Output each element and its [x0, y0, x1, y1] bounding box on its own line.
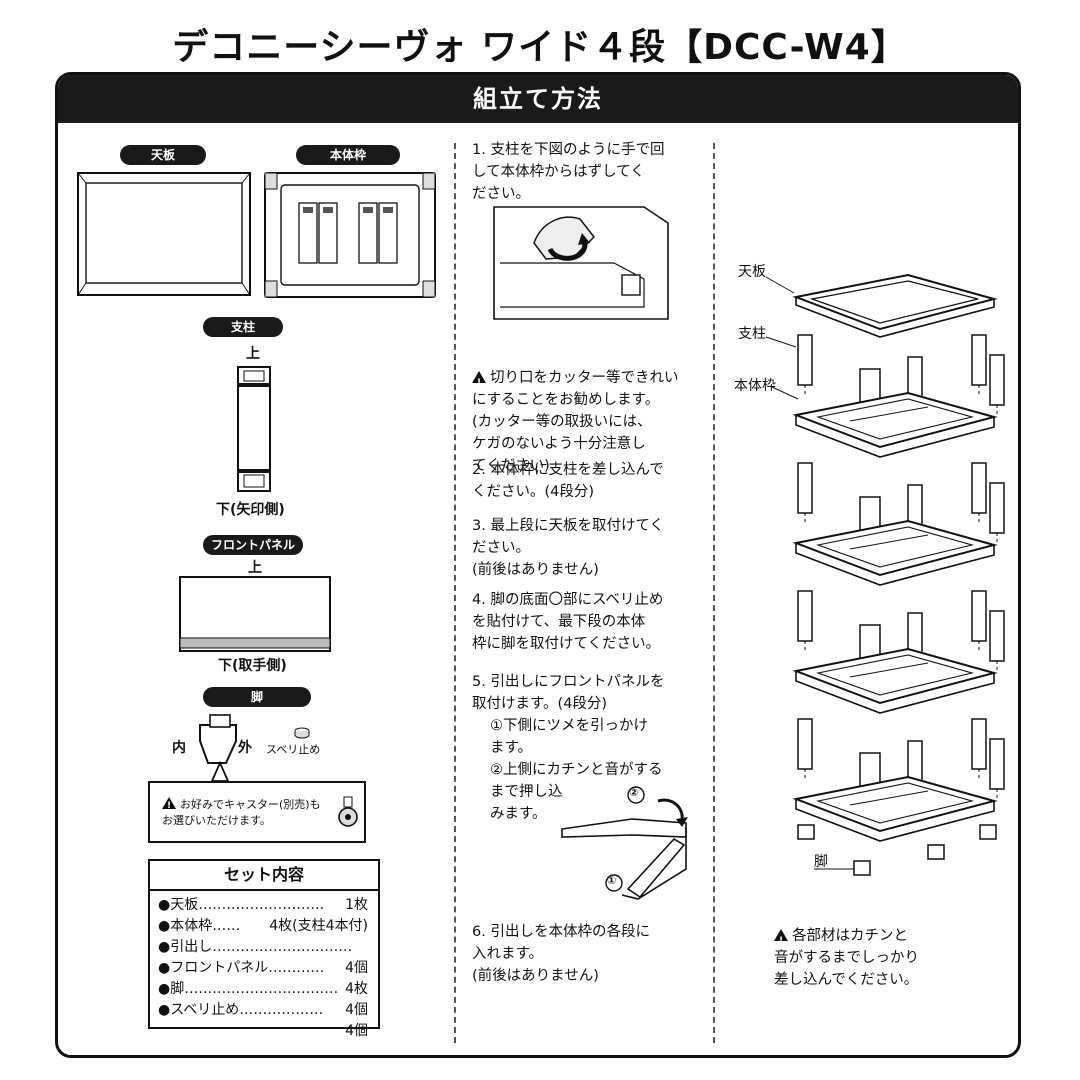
- set-item-qty: 4個: [345, 1023, 368, 1039]
- set-item-name: ●引出し: [158, 939, 213, 955]
- shichu-bottom-label: 下(矢印側): [216, 502, 285, 518]
- set-item-qty: 4枚(支柱4本付): [269, 918, 368, 934]
- banner-title: 組立て方法: [58, 75, 1018, 123]
- step-5-text: 5. 引出しにフロントパネルを 取付けます。(4段分): [472, 674, 665, 712]
- set-item-name: ●スベリ止め: [158, 1002, 240, 1018]
- hontaiwaku-illustration: [264, 172, 436, 298]
- set-item-leader: …………………………: [212, 939, 353, 955]
- warning-icon: [162, 797, 176, 814]
- front-bottom-label: 下(取手側): [218, 658, 287, 674]
- set-contents-list: ●天板………………………1枚●本体枠……4枚(支柱4本付)●引出し……………………: [150, 891, 378, 1039]
- set-item-0: ●天板……………………… 1枚: [150, 895, 378, 916]
- set-contents-box: セット内容 ●天板………………………1枚●本体枠……4枚(支柱4本付)●引出し……: [148, 859, 380, 1039]
- warning-icon: [774, 929, 788, 952]
- post-0-3: [971, 334, 987, 386]
- step-1-text: 1. 支柱を下図のように手で回 して本体枠からはずしてく ださい。: [472, 142, 665, 202]
- post-3-0: [797, 718, 813, 770]
- set-item-name: ●フロントパネル: [158, 960, 269, 976]
- step-5a-text: ①下側にツメを引っかけ ます。: [490, 718, 648, 756]
- callout-1: ①: [607, 874, 617, 887]
- set-contents-header: セット内容: [150, 861, 378, 891]
- diagram-label-shichu: 支柱: [738, 326, 766, 342]
- set-item-qty: 4個: [345, 1002, 368, 1018]
- shichu-top-label: 上: [246, 346, 260, 362]
- diagram-label-tenita: 天板: [738, 264, 766, 280]
- foot-3: [927, 844, 945, 860]
- part-label-hontaiwaku: 本体枠: [296, 145, 400, 165]
- set-item-name: ●天板: [158, 897, 199, 913]
- set-item-leader: …………: [268, 960, 325, 976]
- step-1-illustration: [493, 206, 669, 320]
- exploded-assembly-diagram: [765, 273, 1005, 876]
- set-item-5: ●スベリ止め……………… 4個: [150, 1000, 378, 1039]
- post-0-0: [797, 334, 813, 386]
- part-label-tenita: 天板: [120, 145, 206, 165]
- foot-0: [853, 860, 871, 876]
- post-0-4: [989, 354, 1005, 406]
- post-1-4: [989, 482, 1005, 534]
- set-item-qty: 4枚: [345, 981, 368, 997]
- foot-2: [979, 824, 997, 840]
- diagram-label-ashi: 脚: [814, 854, 828, 870]
- part-label-shichu: 支柱: [203, 317, 283, 337]
- instruction-frame: 組立て方法 天板 本体枠 支柱 上 下(矢印側) フロントパネル 上: [55, 72, 1021, 1058]
- set-item-4: ●脚…………………………… 4個: [150, 979, 378, 1018]
- set-item-leader: ……: [212, 918, 241, 934]
- step-1-warning: 切り口をカッター等できれい にすることをお勧めします。 (カッター等の取扱いには…: [472, 345, 702, 477]
- callout-2: ②: [629, 786, 639, 799]
- step-5b-text: ②上側にカチンと音がする まで押し込 みます。: [490, 762, 663, 822]
- post-3-3: [971, 718, 987, 770]
- post-2-3: [971, 590, 987, 642]
- post-2-4: [989, 610, 1005, 662]
- set-item-leader: ……………………………: [184, 981, 339, 997]
- post-1-0: [797, 462, 813, 514]
- ashi-illustration: [199, 714, 237, 764]
- set-item-qty: 4個: [345, 960, 368, 976]
- set-item-leader: ………………………: [198, 897, 325, 913]
- ashi-out-label: 外: [238, 740, 252, 756]
- tenita-illustration: [77, 172, 251, 296]
- caster-note-line1: お好みでキャスター(別売)も: [180, 798, 321, 811]
- ashi-in-label: 内: [172, 740, 186, 756]
- column-divider-left: [454, 143, 456, 1043]
- foot-1: [797, 824, 815, 840]
- step-2-text: 2. 本体枠に支柱を差し込んで ください。(4段分): [472, 462, 664, 500]
- warning-icon: [472, 371, 486, 394]
- post-1-3: [971, 462, 987, 514]
- callout-pointer: [210, 760, 230, 782]
- set-item-3: ●フロントパネル………… 4枚: [150, 958, 378, 997]
- front-panel-illustration: [179, 576, 331, 652]
- shichu-illustration: [237, 366, 271, 492]
- diagram-label-hontaiwaku: 本体枠: [734, 378, 776, 394]
- set-item-2: ●引出し………………………… 4個: [150, 937, 378, 976]
- front-top-label: 上: [248, 560, 262, 576]
- set-item-leader: ………………: [239, 1002, 324, 1018]
- step-3-text: 3. 最上段に天板を取付けてく ださい。 (前後はありません): [472, 518, 665, 578]
- column-divider-right: [713, 143, 715, 1043]
- part-label-ashi: 脚: [203, 687, 311, 707]
- suberi-label: スベリ止め: [266, 743, 321, 756]
- set-item-qty: 1枚: [345, 897, 368, 913]
- set-item-1: ●本体枠…… 4枚(支柱4本付): [150, 916, 378, 937]
- set-item-name: ●本体枠: [158, 918, 213, 934]
- post-3-4: [989, 738, 1005, 790]
- step-5-illustration: [561, 786, 688, 900]
- caster-icon: [338, 796, 358, 827]
- suberi-pad-icon: [294, 727, 310, 739]
- post-2-0: [797, 590, 813, 642]
- final-note: 各部材はカチンと 音がするまでしっかり 差し込んでください。: [774, 903, 1014, 991]
- part-label-front-panel: フロントパネル: [203, 535, 303, 555]
- caster-note-line2: お選びいただけます。: [162, 814, 271, 827]
- step-6-text: 6. 引出しを本体枠の各段に 入れます。 (前後はありません): [472, 924, 650, 984]
- page-title: デコニーシーヴォ ワイド４段【DCC-W4】: [172, 27, 908, 68]
- caster-note-box: お好みでキャスター(別売)も お選びいただけます。: [148, 781, 366, 843]
- step-4-text: 4. 脚の底面〇部にスベリ止め を貼付けて、最下段の本体 枠に脚を取付けてくださ…: [472, 592, 664, 652]
- set-item-name: ●脚: [158, 981, 185, 997]
